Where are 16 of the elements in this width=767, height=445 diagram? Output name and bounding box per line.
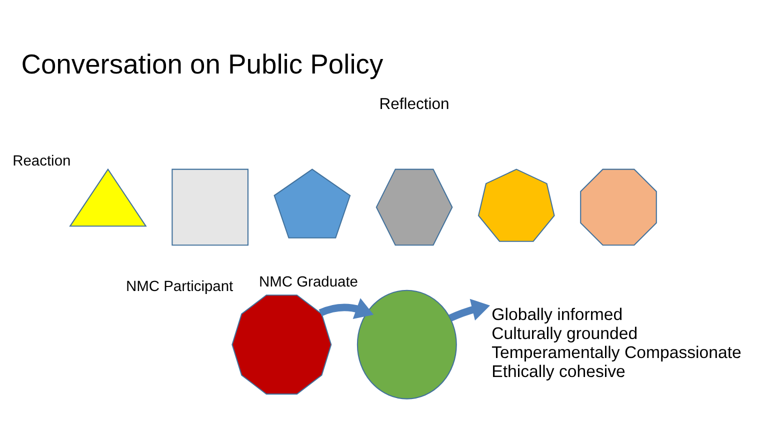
node-hexagon bbox=[376, 168, 453, 246]
arrow bbox=[318, 298, 374, 318]
node-label: NMC Graduate bbox=[259, 274, 358, 290]
node-triangle bbox=[69, 168, 147, 226]
diagram-title: Conversation on Public Policy bbox=[21, 48, 384, 79]
node-square bbox=[172, 168, 248, 246]
node-decagon bbox=[232, 294, 332, 394]
label: Reflection bbox=[379, 95, 450, 112]
node-pentagon bbox=[274, 168, 351, 238]
node-circle bbox=[356, 289, 457, 399]
arrow bbox=[448, 298, 490, 321]
node-label: Reaction bbox=[12, 152, 71, 169]
node-text: Globally informed Culturally grounded Temperamentally Compassionate Ethically cohesive bbox=[492, 304, 742, 380]
node-heptagon bbox=[478, 168, 555, 242]
node-label: NMC Participant bbox=[126, 278, 234, 295]
node-octagon bbox=[580, 168, 657, 246]
